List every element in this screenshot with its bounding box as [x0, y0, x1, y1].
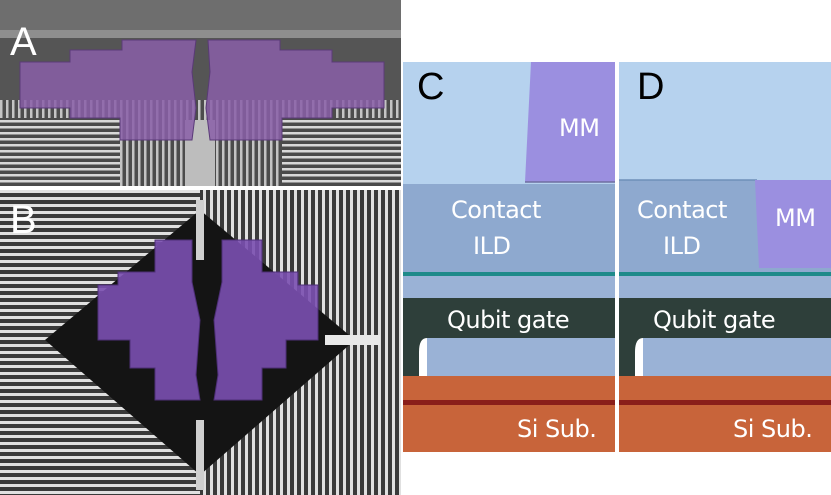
sem-image-b: B [0, 190, 401, 495]
qubit-gate-c [403, 298, 615, 376]
cross-section-diagram-d [619, 62, 831, 452]
micromagnet-left-b [97, 239, 201, 401]
substrate-line-d [619, 400, 831, 405]
micromagnet-d [755, 180, 831, 268]
label-contact-c: Contact [451, 196, 541, 224]
label-substrate-d: Si Sub. [733, 415, 813, 443]
panel-label-c: C [417, 66, 445, 108]
teal-line-c [403, 272, 615, 276]
panel-label-a: A [10, 20, 37, 64]
micromagnet-c [525, 62, 615, 182]
cross-section-c: C MM Contact ILD Qubit gate Si Sub. [403, 62, 615, 452]
label-ild-c: ILD [473, 232, 511, 260]
si-substrate-d [619, 376, 831, 452]
label-qubit-gate-d: Qubit gate [653, 306, 776, 334]
contact-ild-c [403, 184, 615, 272]
teal-line-d [619, 272, 831, 276]
micromagnet-left-a [19, 39, 197, 141]
panel-label-d: D [637, 66, 665, 108]
label-qubit-gate-c: Qubit gate [447, 306, 570, 334]
label-mm-d: MM [775, 204, 816, 232]
sem-image-a: A [0, 0, 401, 186]
vacuum-region-d [619, 62, 831, 184]
label-ild-d: ILD [663, 232, 701, 260]
sem-micrograph-b [0, 190, 401, 495]
cross-section-d: D MM Contact ILD Qubit gate Si Sub. [619, 62, 831, 452]
sem-micrograph-a [0, 0, 401, 186]
micromagnet-right-b [213, 239, 319, 401]
label-mm-c: MM [559, 114, 600, 142]
micromagnet-right-a [205, 39, 385, 141]
cross-section-diagram-c [403, 62, 615, 452]
panel-label-b: B [10, 198, 37, 242]
label-contact-d: Contact [637, 196, 727, 224]
substrate-line-c [403, 400, 615, 405]
label-substrate-c: Si Sub. [517, 415, 597, 443]
qubit-gate-d [619, 298, 831, 376]
si-substrate-c [403, 376, 615, 452]
